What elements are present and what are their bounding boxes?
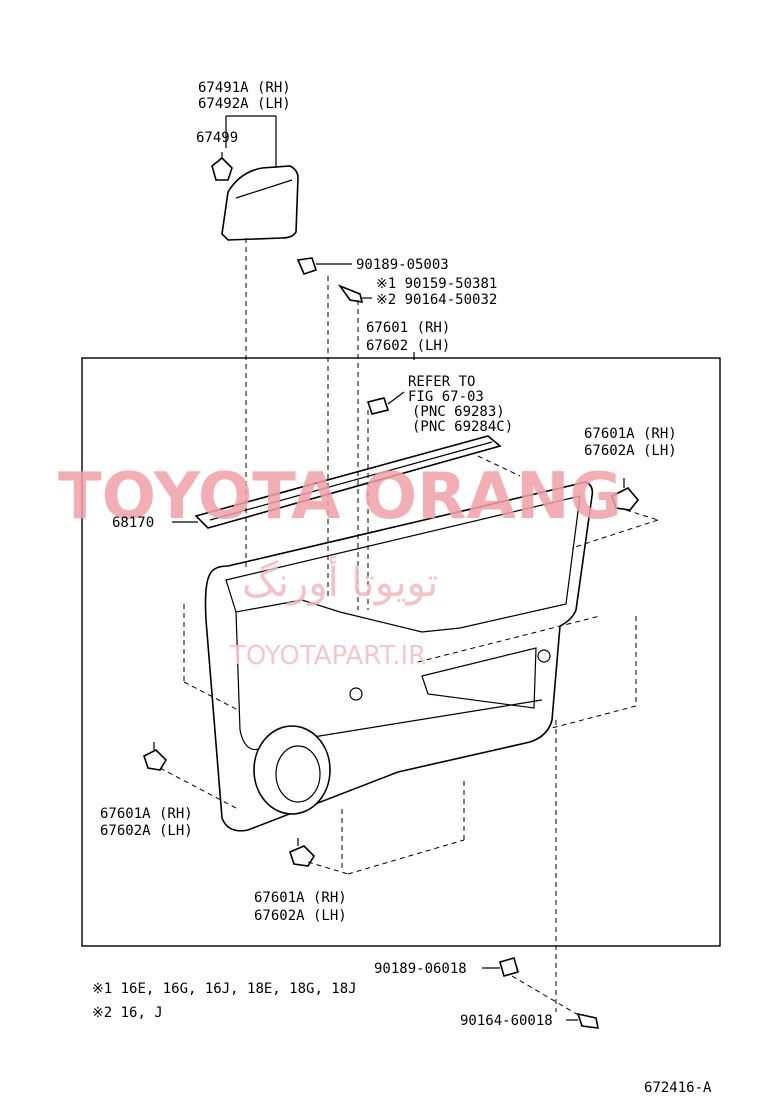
- label-bolt-lower: 90164-60018: [460, 1013, 553, 1029]
- label-clip-left-rh: 67601A (RH): [100, 806, 193, 822]
- label-refer-2: FIG 67-03: [408, 389, 484, 405]
- label-panel-rh: 67601 (RH): [366, 320, 450, 336]
- optional-bolt-part: [337, 284, 372, 303]
- clip-bottom-part: [289, 838, 316, 867]
- corner-cover-part: [221, 165, 299, 241]
- label-refer-1: REFER TO: [408, 374, 475, 390]
- label-corner-cover-rh: 67491A (RH): [198, 80, 291, 96]
- label-clip-right-lh: 67602A (LH): [584, 443, 677, 459]
- door-trim-panel: [204, 481, 594, 832]
- assembly-dash-lines: [159, 238, 659, 1017]
- label-note2: ※2 16, J: [92, 1005, 163, 1021]
- assembly-frame: [81, 357, 721, 947]
- label-refer-4: (PNC 69284C): [412, 419, 513, 435]
- label-corner-cover-lh: 67492A (LH): [198, 96, 291, 112]
- clip-right-part: [611, 478, 640, 511]
- weatherstrip-part: [172, 435, 502, 529]
- label-figure-id: 672416-A: [644, 1080, 712, 1096]
- label-clip-left-lh: 67602A (LH): [100, 823, 193, 839]
- label-screw-upper: 90189-05003: [356, 257, 449, 273]
- label-screw-lower: 90189-06018: [374, 961, 467, 977]
- label-bolt-opt2: ※2 90164-50032: [376, 292, 497, 308]
- watermark-latin: TOYOTA ORANG: [58, 460, 622, 534]
- upper-screw-part: [296, 257, 352, 275]
- label-weatherstrip: 68170: [112, 515, 154, 531]
- label-clip-bottom-lh: 67602A (LH): [254, 908, 347, 924]
- watermark-site: TOYOTAPART.IR: [229, 641, 426, 671]
- watermark-arabic: تويوتا أورنگ: [242, 556, 438, 606]
- label-panel-lh: 67602 (LH): [366, 338, 450, 354]
- label-bolt-opt1: ※1 90159-50381: [376, 276, 497, 292]
- label-corner-clip: 67499: [196, 130, 238, 146]
- lower-bolt-part: [566, 1012, 600, 1029]
- label-note1: ※1 16E, 16G, 16J, 18E, 18G, 18J: [92, 981, 357, 997]
- label-clip-bottom-rh: 67601A (RH): [254, 890, 347, 906]
- corner-clip-part: [211, 152, 233, 181]
- refer-clip-part: [366, 391, 405, 415]
- label-clip-right-rh: 67601A (RH): [584, 426, 677, 442]
- label-refer-3: (PNC 69283): [412, 404, 505, 420]
- clip-left-part: [143, 742, 168, 771]
- lower-screw-part: [482, 957, 519, 977]
